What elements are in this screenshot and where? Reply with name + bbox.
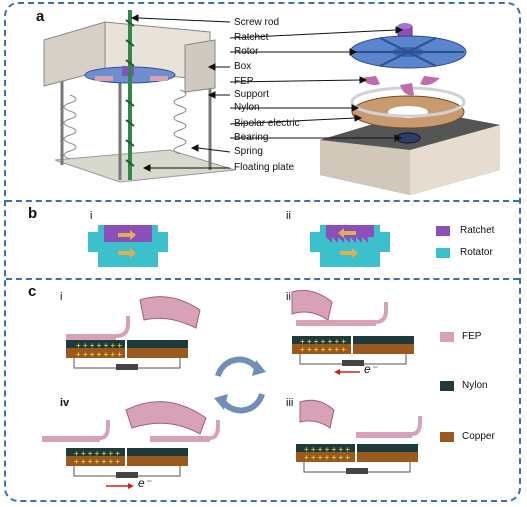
- divider-a-b: [6, 200, 519, 202]
- label-box: Box: [234, 61, 252, 72]
- panel-c-sub-ii: ii: [286, 291, 291, 303]
- svg-text:+ + + + + + +: + + + + + + +: [304, 445, 350, 454]
- label-bipolar-electric: Bipolar electric: [234, 118, 300, 129]
- svg-text:+ + + + + + +: + + + + + + +: [76, 350, 122, 359]
- svg-text:+ + + + + + +: + + + + + + +: [300, 345, 346, 354]
- label-nylon: Nylon: [234, 102, 260, 113]
- svg-text:+ + + + + + +: + + + + + + +: [74, 449, 120, 458]
- svg-text:+ + + + + + +: + + + + + + +: [74, 457, 120, 466]
- electron-label-ii: e⁻: [364, 362, 378, 376]
- electron-label-iv: e⁻: [138, 476, 152, 490]
- label-bearing: Bearing: [234, 132, 269, 143]
- label-screw-rod: Screw rod: [234, 17, 280, 28]
- legend-rotator: Rotator: [460, 247, 493, 258]
- divider-b-c: [6, 278, 519, 280]
- panel-c-sub-iii: iii: [286, 397, 294, 409]
- legend-ratchet: Ratchet: [460, 225, 495, 236]
- label-ratchet: Ratchet: [234, 32, 269, 43]
- panel-label-c: c: [28, 283, 37, 300]
- panel-label-a: a: [36, 8, 45, 25]
- label-support: Support: [234, 89, 270, 100]
- legend-fep: FEP: [462, 331, 482, 342]
- svg-text:+ + + + + + +: + + + + + + +: [300, 337, 346, 346]
- label-fep: FEP: [234, 76, 254, 87]
- label-spring: Spring: [234, 146, 263, 157]
- panel-b-sub-i: i: [90, 210, 93, 222]
- legend-nylon: Nylon: [462, 380, 488, 391]
- label-floating-plate: Floating plate: [234, 162, 295, 173]
- figure-frame: [4, 2, 521, 502]
- panel-c-sub-i: i: [60, 291, 63, 303]
- panel-b-sub-ii: ii: [286, 210, 291, 222]
- panel-label-b: b: [28, 205, 38, 222]
- label-rotor: Rotor: [234, 46, 259, 57]
- panel-c-sub-iv: iv: [60, 397, 70, 409]
- svg-text:+ + + + + + +: + + + + + + +: [304, 453, 350, 462]
- svg-text:+ + + + + + +: + + + + + + +: [76, 341, 122, 350]
- legend-copper: Copper: [462, 431, 495, 442]
